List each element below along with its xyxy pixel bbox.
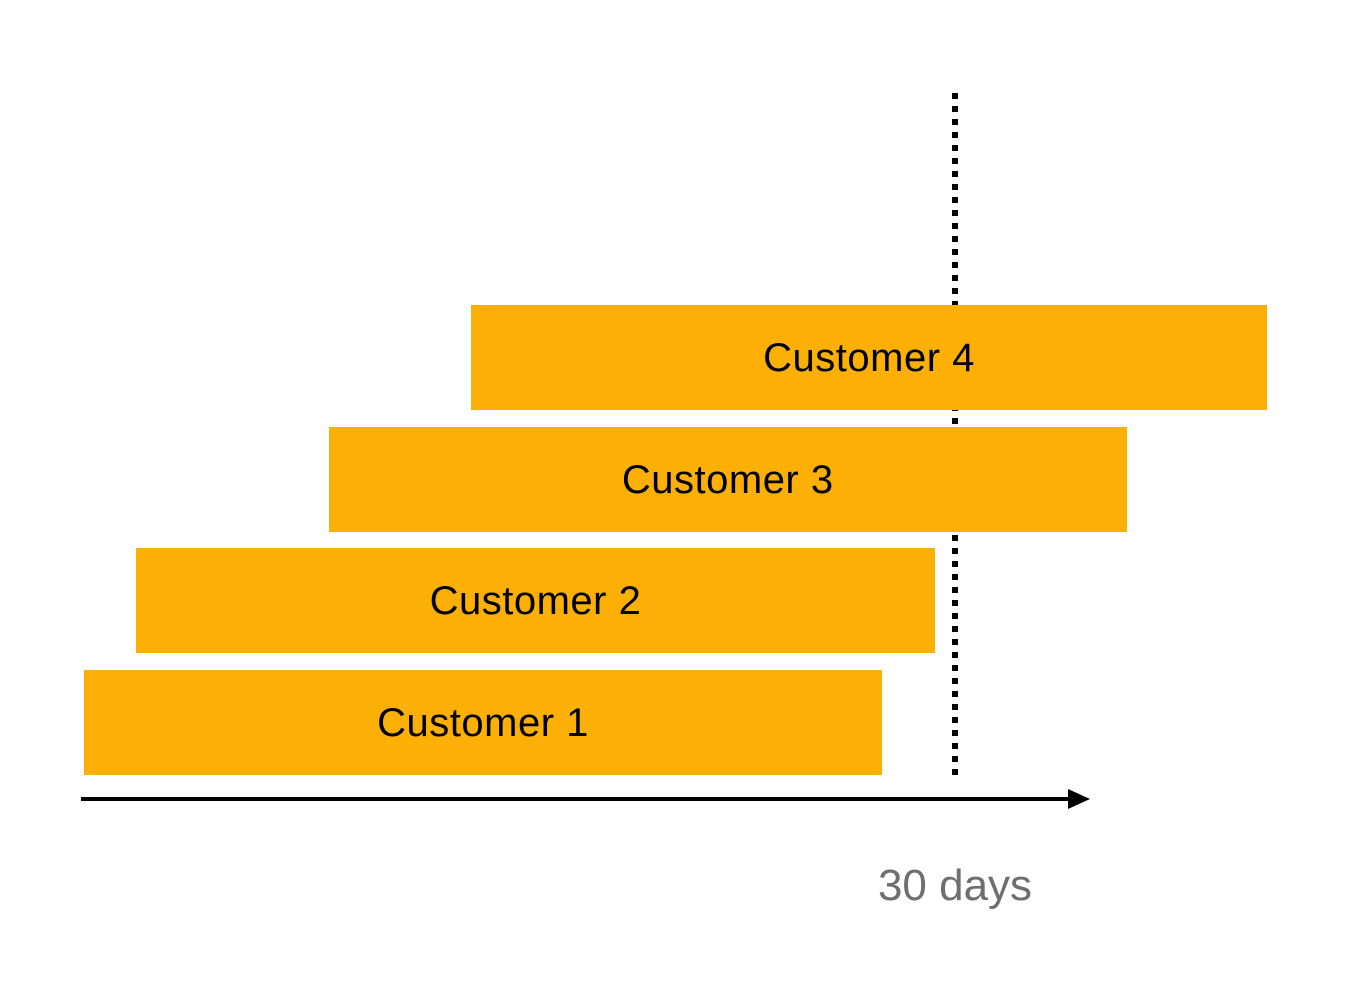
reference-line-label: 30 days xyxy=(877,861,1033,910)
gantt-bar-4: Customer 4 xyxy=(471,305,1267,410)
time-axis-line xyxy=(81,797,1069,801)
gantt-bar-1: Customer 1 xyxy=(83,670,883,775)
gantt-bar-label: Customer 2 xyxy=(429,578,642,623)
gantt-bar-label: Customer 4 xyxy=(763,335,975,380)
gantt-bar-label: Customer 1 xyxy=(377,700,589,745)
gantt-bar-2: Customer 2 xyxy=(136,548,935,653)
gantt-bar-3: Customer 3 xyxy=(328,427,1127,532)
gantt-bar-label: Customer 3 xyxy=(621,457,834,502)
time-axis-arrowhead-icon xyxy=(1068,789,1090,809)
